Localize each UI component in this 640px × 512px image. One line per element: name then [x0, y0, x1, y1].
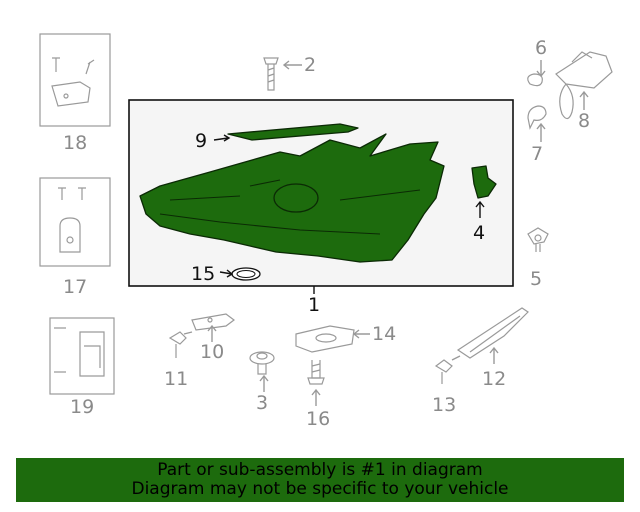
callout-1[interactable]: 1 — [308, 294, 321, 316]
callout-16[interactable]: 16 — [306, 408, 331, 430]
callout-3[interactable]: 3 — [256, 392, 269, 414]
part-1-headlamp — [139, 133, 445, 263]
callout-9[interactable]: 9 — [195, 130, 208, 152]
callout-8[interactable]: 8 — [578, 110, 591, 132]
callout-6[interactable]: 6 — [535, 37, 548, 59]
disclaimer-banner: Part or sub-assembly is #1 in diagram Di… — [16, 458, 624, 502]
callout-12[interactable]: 12 — [482, 368, 507, 390]
part-2-screw[interactable] — [263, 57, 279, 91]
part-5-clip[interactable] — [527, 227, 549, 252]
part-8-harness[interactable] — [555, 51, 613, 120]
part-12-bracket[interactable] — [456, 307, 529, 359]
callout-5[interactable]: 5 — [530, 268, 543, 290]
headlamp-assembly-box[interactable] — [128, 99, 514, 287]
callout-10[interactable]: 10 — [200, 341, 225, 363]
part-7-bulb[interactable] — [527, 105, 547, 130]
callout-14[interactable]: 14 — [372, 323, 397, 345]
kit-18-box[interactable] — [39, 33, 111, 127]
callout-2[interactable]: 2 — [304, 54, 317, 76]
part-11-screw[interactable] — [168, 331, 187, 358]
part-16-bolt[interactable] — [307, 360, 325, 385]
kit-17-box[interactable] — [39, 177, 111, 267]
callout-11[interactable]: 11 — [164, 368, 189, 390]
part-3-nut[interactable] — [249, 351, 275, 375]
callout-19[interactable]: 19 — [70, 396, 95, 418]
callout-7[interactable]: 7 — [531, 143, 544, 165]
callout-4[interactable]: 4 — [473, 222, 486, 244]
disclaimer-line-1: Part or sub-assembly is #1 in diagram — [157, 460, 483, 480]
kit-19-box[interactable] — [49, 317, 115, 395]
part-15-gasket — [231, 267, 261, 281]
callout-18[interactable]: 18 — [63, 132, 88, 154]
callout-15[interactable]: 15 — [191, 263, 216, 285]
callout-17[interactable]: 17 — [63, 276, 88, 298]
part-13-screw[interactable] — [434, 359, 453, 384]
part-10-bracket[interactable] — [191, 313, 235, 331]
callout-13[interactable]: 13 — [432, 394, 457, 416]
part-9-cover — [227, 123, 359, 141]
part-14-actuator[interactable] — [295, 325, 355, 353]
part-4-bracket — [471, 165, 497, 199]
disclaimer-line-2: Diagram may not be specific to your vehi… — [131, 479, 509, 499]
